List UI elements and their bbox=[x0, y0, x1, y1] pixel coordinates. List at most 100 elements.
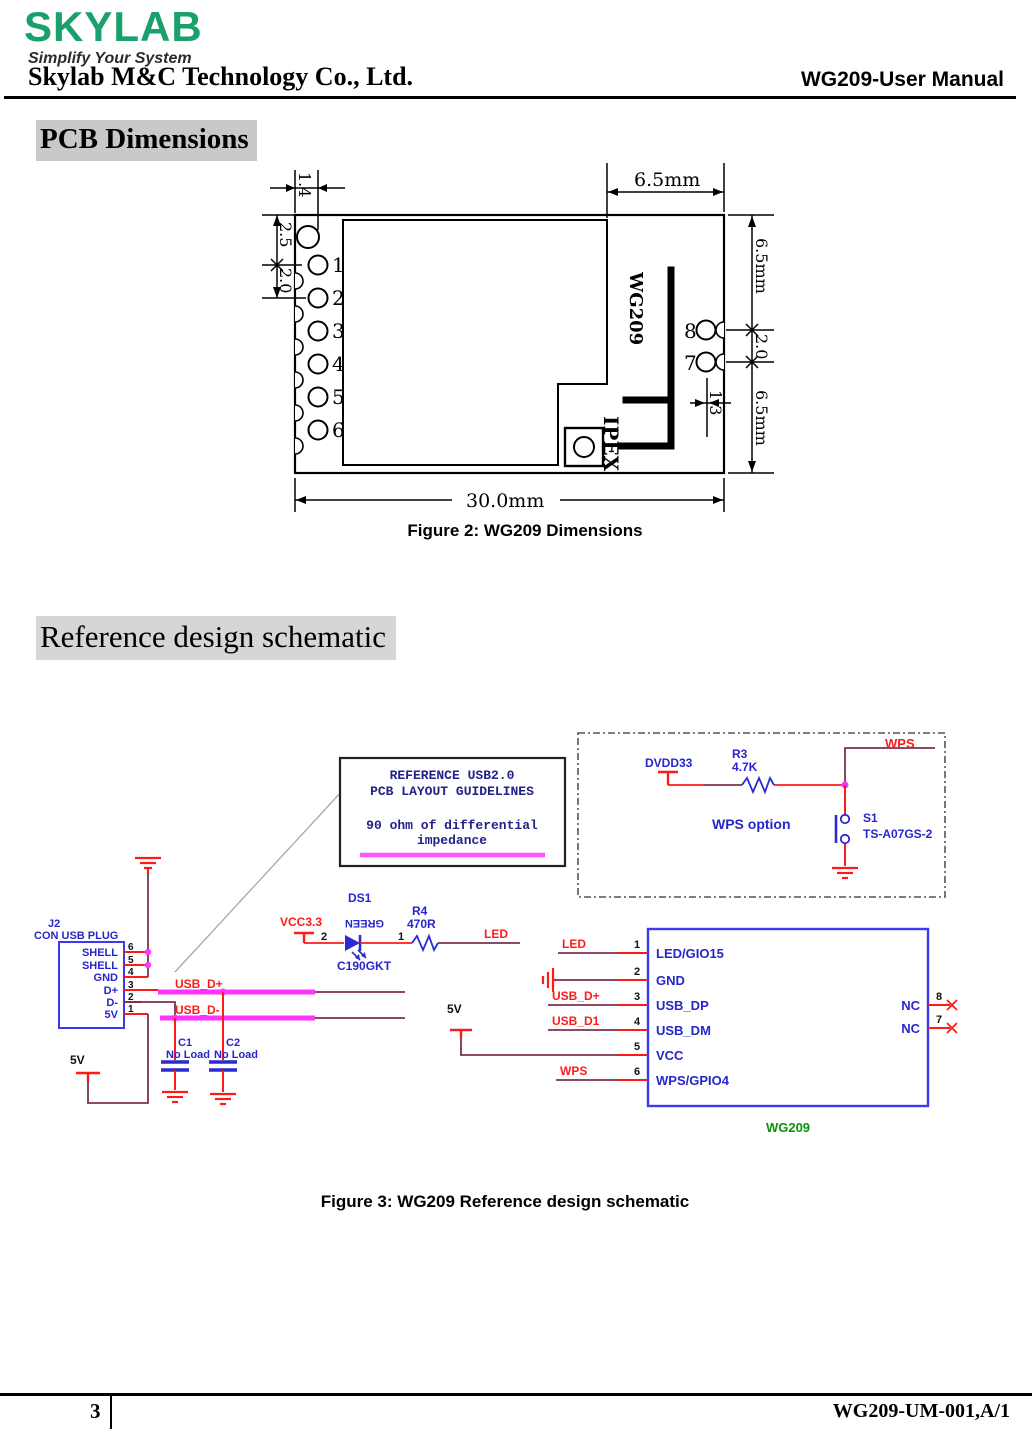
wps-net-label2: WPS bbox=[560, 1064, 587, 1078]
arrowhead bbox=[709, 399, 719, 407]
pin2-num: 2 bbox=[634, 966, 640, 978]
capacitor-c2: C2 No Load bbox=[209, 992, 258, 1106]
arrowhead bbox=[608, 188, 618, 196]
dim-right-stack bbox=[726, 214, 774, 474]
refbox-line4: impedance bbox=[417, 833, 487, 848]
shield-outline bbox=[342, 219, 608, 466]
j2-num-5: 5 bbox=[128, 955, 134, 966]
ipex-label: IPEX bbox=[599, 416, 623, 472]
usb-d1-net-label: USB_D1 bbox=[552, 1014, 600, 1028]
pin4-label: USB_DM bbox=[656, 1023, 711, 1038]
pad4-number: 4 bbox=[332, 352, 345, 376]
wg209-module: 1 2 3 4 5 6 LED/GIO15 GND USB_DP USB_DM … bbox=[447, 927, 958, 1135]
pad7-number: 7 bbox=[684, 351, 697, 375]
j2-usb-connector: J2 CON USB PLUG SHELL SHELL GND D+ D- 5V… bbox=[34, 856, 161, 1029]
dim-1-3-text: 1.3 bbox=[706, 390, 725, 415]
power-tee-dvdd33 bbox=[658, 770, 678, 785]
j2-num-3: 3 bbox=[128, 980, 134, 991]
refbox-line3: 90 ohm of differential bbox=[366, 818, 538, 833]
arrowhead bbox=[273, 287, 281, 298]
r3-refdes: R3 bbox=[732, 747, 748, 761]
resistor-r4 bbox=[411, 933, 439, 953]
power-tee bbox=[294, 931, 314, 943]
arrowhead bbox=[713, 496, 723, 504]
arrowhead bbox=[286, 184, 295, 192]
usb-dp-net-label2: USB_D+ bbox=[552, 989, 600, 1003]
pin8-label: NC bbox=[901, 998, 920, 1013]
ds1-color-label: GREEN bbox=[345, 917, 384, 929]
figure2-dimension-drawing: 1 2 3 4 5 6 8 7 WG209 IPEX 1.4 2.5 2.0 bbox=[262, 163, 774, 512]
footer-divider bbox=[110, 1393, 112, 1429]
ground-symbol bbox=[210, 1092, 236, 1106]
module-silkscreen-label: WG209 bbox=[625, 271, 646, 345]
pad3-number: 3 bbox=[332, 319, 345, 343]
ds1-part: C190GKT bbox=[337, 959, 392, 973]
pin7-label: NC bbox=[901, 1021, 920, 1036]
dvdd33-label: DVDD33 bbox=[645, 756, 693, 770]
arrowhead bbox=[748, 461, 756, 472]
j2-pin-5v: 5V bbox=[105, 1009, 119, 1021]
j2-num-1: 1 bbox=[128, 1004, 134, 1015]
c2-refdes: C2 bbox=[226, 1037, 240, 1049]
usb-dp-net-label: USB_D+ bbox=[175, 977, 223, 991]
switch-s1 bbox=[834, 785, 851, 866]
arrowhead bbox=[296, 496, 306, 504]
r3-value: 4.7K bbox=[732, 760, 758, 774]
c2-value: No Load bbox=[214, 1049, 258, 1061]
pin6-label: WPS/GPIO4 bbox=[656, 1073, 730, 1088]
dim-2-0-right-text: 2.0 bbox=[752, 334, 771, 359]
junction-dot bbox=[144, 948, 152, 956]
j2-pin-gnd: GND bbox=[94, 972, 119, 984]
dim-1-4-text: 1.4 bbox=[295, 172, 314, 197]
callout-line bbox=[174, 789, 344, 973]
wg209-module-name: WG209 bbox=[766, 1120, 810, 1135]
j2-pin-stubs bbox=[124, 951, 158, 1015]
ground-symbol-sideways bbox=[541, 968, 556, 992]
pad6-number: 6 bbox=[332, 418, 345, 442]
resistor-r3 bbox=[741, 775, 775, 795]
led-net-label2: LED bbox=[562, 937, 586, 951]
junction-dot bbox=[144, 961, 152, 969]
dim-2-0-left-text: 2.0 bbox=[276, 268, 295, 293]
ds1-refdes: DS1 bbox=[348, 891, 372, 905]
pin4-num: 4 bbox=[634, 1016, 641, 1028]
pin2-label: GND bbox=[656, 973, 685, 988]
s1-refdes: S1 bbox=[863, 811, 878, 825]
s1-part: TS-A07GS-2 bbox=[863, 827, 933, 841]
dim-6-5-right-upper-text: 6.5mm bbox=[752, 238, 771, 294]
pcb-outline bbox=[293, 213, 726, 475]
skylab-logo: SKYLAB Simplify Your System bbox=[24, 6, 203, 68]
right-castellations bbox=[715, 321, 725, 371]
module-pin-labels-left: LED/GIO15 GND USB_DP USB_DM VCC WPS/GPIO… bbox=[656, 946, 730, 1088]
wps-option-caption: WPS option bbox=[712, 816, 791, 832]
pin8-num: 8 bbox=[936, 991, 942, 1003]
arrowhead bbox=[273, 215, 281, 226]
wps-option-block: WPS DVDD33 R3 4.7K WPS option S1 TS-A07G… bbox=[577, 732, 946, 898]
ipex-connector bbox=[563, 426, 605, 468]
pin5-label: VCC bbox=[656, 1048, 684, 1063]
reference-schematic-heading: Reference design schematic bbox=[36, 616, 396, 660]
arrowhead bbox=[318, 184, 327, 192]
pin3-label: USB_DP bbox=[656, 998, 709, 1013]
5v-left-label: 5V bbox=[70, 1053, 85, 1067]
capacitor-c1: C1 No Load bbox=[161, 1018, 210, 1104]
pin1-label: LED/GIO15 bbox=[656, 946, 724, 961]
refbox-line2: PCB LAYOUT GUIDELINES bbox=[370, 784, 534, 799]
ground-symbol bbox=[162, 1090, 188, 1104]
usb-dm-net-label: USB_D- bbox=[175, 1003, 220, 1017]
dim-30-0 bbox=[294, 478, 725, 512]
no-connect-x bbox=[946, 999, 958, 1034]
figure3-schematic: WPS DVDD33 R3 4.7K WPS option S1 TS-A07G… bbox=[34, 732, 958, 1135]
ds1-pin1: 1 bbox=[398, 931, 404, 943]
dim-6-5-top bbox=[606, 163, 725, 218]
left-pads bbox=[307, 254, 329, 441]
j2-pin-dplus: D+ bbox=[104, 985, 118, 997]
pad2-number: 2 bbox=[332, 286, 345, 310]
led-symbol bbox=[345, 935, 367, 961]
c1-refdes: C1 bbox=[178, 1037, 192, 1049]
reference-usb-note: REFERENCE USB2.0 PCB LAYOUT GUIDELINES 9… bbox=[338, 756, 567, 868]
module-pin-numbers-left: 1 2 3 4 5 6 bbox=[634, 939, 641, 1078]
pad1-number: 1 bbox=[332, 253, 345, 277]
dim-left-stack bbox=[262, 214, 306, 299]
ds1-pin2: 2 bbox=[321, 931, 327, 943]
